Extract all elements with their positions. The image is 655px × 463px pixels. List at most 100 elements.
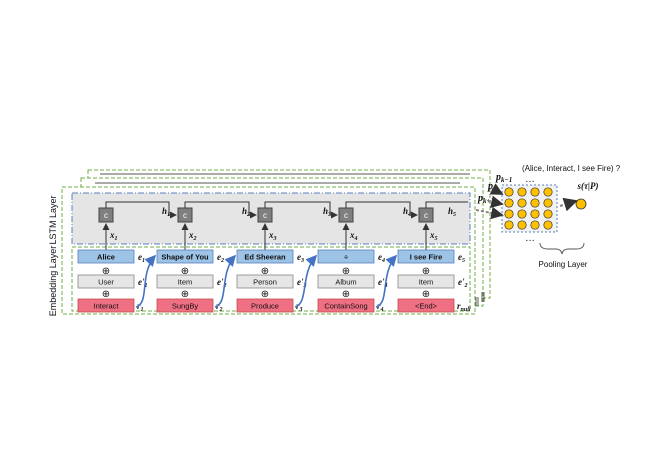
pooling-node <box>517 209 527 219</box>
entity-box <box>397 249 455 264</box>
lstm-cell-glyph: c <box>183 211 187 220</box>
relation-box <box>77 298 135 313</box>
oplus-symbol: ⊕ <box>422 266 430 277</box>
score-node <box>575 198 587 210</box>
lstm-cell-glyph: c <box>424 211 428 220</box>
entity-embedding-label: e1 <box>138 252 145 264</box>
hidden-state-link <box>264 201 338 219</box>
type-label: Person <box>253 278 277 287</box>
oplus-symbol: ⊕ <box>261 266 269 277</box>
hidden-state-label: h4 <box>403 206 411 218</box>
entity-embedding-label: e5 <box>458 252 465 264</box>
input-label: x2 <box>188 230 197 242</box>
hidden-state-label: h5 <box>448 206 456 218</box>
pooling-node <box>543 209 553 219</box>
pooling-node <box>530 187 540 197</box>
relation-embedding-label: rnull <box>457 301 471 313</box>
pooling-layer-label: Pooling Layer <box>539 260 588 269</box>
pooling-node <box>517 198 527 208</box>
type-box <box>77 274 135 289</box>
entity-label: Alice <box>97 253 115 262</box>
hidden-state-link <box>105 201 177 219</box>
type-label: Item <box>419 278 434 287</box>
frame-to-pool-arrows <box>475 183 504 220</box>
pooling-node <box>517 187 527 197</box>
query-triplet: (Alice, Interact, I see Fire) ? <box>522 164 621 173</box>
oplus-symbol: ⊕ <box>261 289 269 300</box>
relation-label: SungBy <box>172 302 199 311</box>
oplus-symbol: ⊕ <box>102 289 110 300</box>
relation-to-entity-arrow <box>375 254 398 308</box>
lstm-cell-glyph: c <box>344 211 348 220</box>
pooling-node <box>504 187 514 197</box>
hidden-state-link <box>345 201 418 219</box>
relation-label: ContainSong <box>324 302 367 311</box>
oplus-symbol: ⊕ <box>181 289 189 300</box>
entity-box <box>77 249 135 264</box>
oplus-symbol: ⊕ <box>181 266 189 277</box>
entity-label: Ed Sheeran <box>244 253 286 262</box>
input-label: x1 <box>109 230 118 242</box>
type-label: User <box>98 278 114 287</box>
relation-label: Produce <box>251 302 279 311</box>
pooling-layer: (Alice, Interact, I see Fire) ? … … Pool… <box>501 164 621 269</box>
dots-bottom: … <box>525 233 535 244</box>
type-label: Album <box>335 278 356 287</box>
type-label: Item <box>178 278 193 287</box>
lstm-layer-label: LSTM Layer <box>48 195 58 244</box>
entity-box <box>156 249 214 264</box>
lstm-cell-glyph: c <box>263 211 267 220</box>
pooling-node <box>530 198 540 208</box>
type-box <box>156 274 214 289</box>
hidden-state-label: h3 <box>323 206 331 218</box>
relation-box <box>156 298 214 313</box>
relation-label: Interact <box>93 302 119 311</box>
relation-label: <End> <box>415 302 438 311</box>
pooling-node <box>543 198 553 208</box>
pooling-node <box>543 220 553 230</box>
pooling-node <box>530 209 540 219</box>
embedding-layer-label: Embedding Layer <box>48 246 58 317</box>
input-label: x4 <box>349 230 358 242</box>
hidden-state-label: h1 <box>162 206 170 218</box>
oplus-symbol: ⊕ <box>342 266 350 277</box>
entity-label: I see Fire <box>410 253 443 262</box>
type-box <box>236 274 294 289</box>
entity-label: ÷ <box>344 253 348 262</box>
entity-box <box>317 249 375 264</box>
input-label: x3 <box>268 230 277 242</box>
type-box <box>317 274 375 289</box>
hidden-state-out <box>425 201 468 208</box>
relation-to-entity-arrow <box>135 254 157 308</box>
relation-to-entity-arrow <box>214 254 237 308</box>
path-label-k-minus-1: pk−1 <box>495 172 512 184</box>
entity-label: Shape of You <box>161 253 209 262</box>
pooling-node <box>504 209 514 219</box>
lstm-cell-glyph: c <box>104 211 108 220</box>
hidden-state-link <box>184 201 257 219</box>
entity-box <box>236 249 294 264</box>
pooling-to-score-arrow <box>559 197 578 212</box>
entity-embedding-label: e3 <box>297 252 304 264</box>
relation-box <box>236 298 294 313</box>
type-box <box>397 274 455 289</box>
oplus-symbol: ⊕ <box>342 289 350 300</box>
entity-embedding-label: e4 <box>378 252 385 264</box>
pooling-node <box>530 220 540 230</box>
score-label: s(τ|P) <box>577 181 599 191</box>
dots-top: … <box>525 174 535 185</box>
pooling-brace <box>539 242 585 255</box>
pooling-node <box>504 198 514 208</box>
relation-to-entity-arrow <box>294 254 318 308</box>
oplus-symbol: ⊕ <box>102 266 110 277</box>
input-label: x5 <box>429 230 438 242</box>
oplus-symbol: ⊕ <box>422 289 430 300</box>
relation-box <box>317 298 375 313</box>
entity-embedding-label: e2 <box>217 252 224 264</box>
type-embedding-label: e'2 <box>458 277 468 289</box>
